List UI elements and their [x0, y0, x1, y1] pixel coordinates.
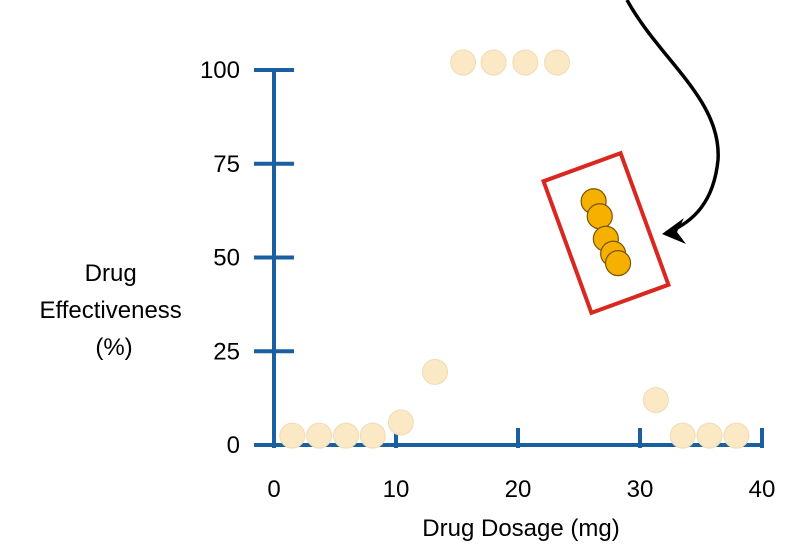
axes: [272, 70, 762, 447]
data-point: [359, 422, 386, 449]
data-point: [332, 422, 359, 449]
data-points: [279, 49, 750, 449]
y-axis-title-line: Effectiveness: [40, 297, 182, 324]
data-point: [387, 409, 414, 436]
x-tick-label: 40: [749, 476, 776, 503]
data-point: [696, 422, 723, 449]
y-axis-title-line: (%): [95, 334, 132, 361]
data-point: [642, 387, 669, 413]
y-tick-label: 75: [213, 151, 240, 178]
x-tick-label: 10: [383, 476, 410, 503]
ticks: 0 10 20 30 40 0 25 50 75 100: [200, 57, 775, 503]
y-axis-title: Drug Effectiveness (%): [40, 260, 189, 361]
data-point: [450, 49, 477, 76]
highlighted-data-point: [604, 250, 632, 277]
data-point: [512, 49, 539, 76]
callout-arrowhead: [662, 218, 686, 244]
highlight-box: [540, 150, 672, 316]
highlighted-data-point: [586, 203, 613, 230]
x-axis-title: Drug Dosage (mg): [422, 515, 619, 542]
x-tick-label: 30: [627, 476, 654, 503]
y-tick-label: 0: [227, 432, 240, 459]
data-point: [306, 422, 333, 449]
y-axis-title-line: Drug: [85, 260, 137, 287]
data-point: [669, 422, 696, 449]
x-tick-label: 20: [505, 476, 532, 503]
y-tick-label: 25: [213, 338, 240, 365]
data-point: [279, 422, 306, 449]
data-point: [480, 49, 507, 76]
data-point: [422, 358, 449, 385]
callout-arrow: [625, 0, 720, 235]
data-point: [723, 422, 750, 449]
y-tick-label: 50: [213, 245, 240, 272]
data-point: [544, 49, 571, 76]
x-tick-label: 0: [267, 476, 280, 503]
y-tick-label: 100: [200, 57, 240, 84]
annotation: [540, 0, 720, 316]
